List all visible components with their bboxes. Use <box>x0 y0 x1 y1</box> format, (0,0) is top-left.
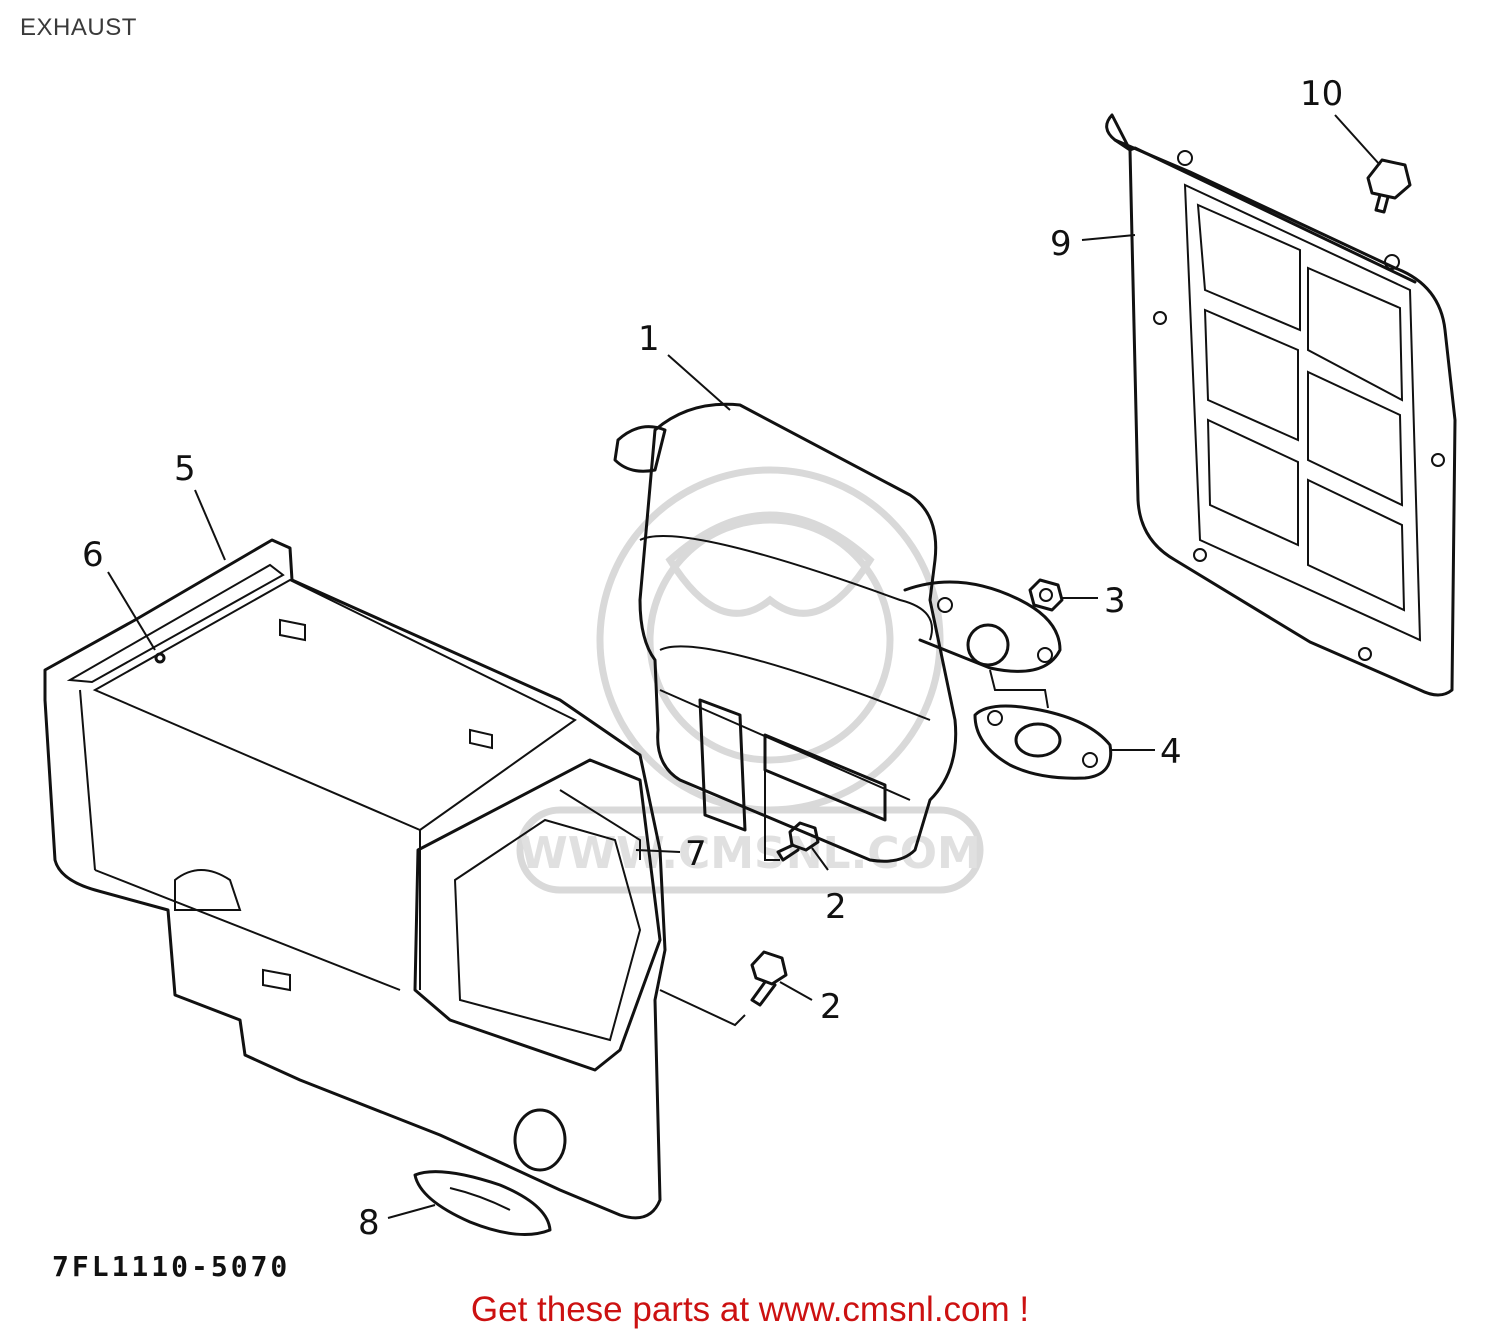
callout-1: 1 <box>638 319 660 359</box>
part-1-muffler[interactable] <box>613 402 1062 863</box>
part-2-bolt-upper[interactable] <box>764 770 820 862</box>
watermark-text: WWW.CMSNL.COM <box>519 828 981 879</box>
callout-7: 7 <box>685 834 707 874</box>
promo-link[interactable]: Get these parts at www.cmsnl.com ! <box>470 1290 1030 1329</box>
callout-10: 10 <box>1300 74 1343 114</box>
callout-8: 8 <box>358 1203 380 1243</box>
callout-2-lower: 2 <box>820 987 842 1027</box>
page-title: EXHAUST <box>20 14 137 41</box>
part-3-nut[interactable] <box>1028 578 1064 612</box>
part-10-bolt[interactable] <box>1366 158 1412 214</box>
part-9-heat-shield[interactable] <box>1105 113 1457 697</box>
callout-2-upper: 2 <box>825 887 847 927</box>
drawing-number: 7FL1110-5070 <box>52 1250 291 1283</box>
callout-9: 9 <box>1050 224 1072 264</box>
part-6-screw[interactable] <box>154 652 166 664</box>
watermark-logo: WWW.CMSNL.COM <box>516 466 984 894</box>
callout-4: 4 <box>1160 732 1182 772</box>
callout-3: 3 <box>1104 581 1126 621</box>
part-5-duct-housing[interactable] <box>43 538 667 1220</box>
leader-lines <box>107 114 1381 1219</box>
callout-5: 5 <box>174 449 196 489</box>
part-8-gasket[interactable] <box>413 1170 552 1236</box>
part-2-bolt-lower[interactable] <box>659 950 788 1027</box>
part-4-gasket[interactable] <box>973 669 1113 780</box>
callout-6: 6 <box>82 535 104 575</box>
part-7-seal[interactable] <box>559 789 641 860</box>
